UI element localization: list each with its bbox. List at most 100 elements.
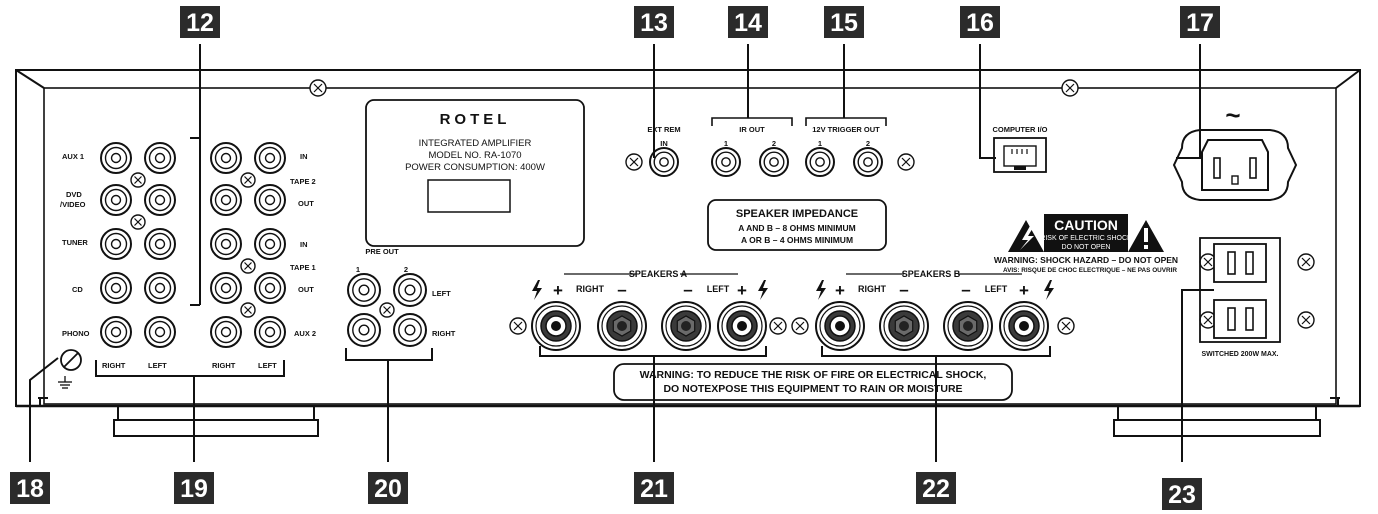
rca-jack-icon[interactable] [254,142,286,174]
screw-icon [625,153,643,171]
rca-jack-icon[interactable] [759,147,789,177]
binding-post-icon[interactable] [815,301,865,351]
rca-jack-icon[interactable] [210,316,242,348]
serial-label-box [427,179,511,213]
bottom-warning-line-2: DO NOTEXPOSE THIS EQUIPMENT TO RAIN OR M… [663,383,962,395]
input-jack-grid [100,142,286,348]
binding-post-icon[interactable] [531,301,581,351]
rca-jack-icon[interactable] [144,142,176,174]
speaker-impedance-box: SPEAKER IMPEDANCE A AND B – 8 OHMS MINIM… [707,199,887,251]
rca-jack-icon[interactable] [210,142,242,174]
rca-jack-icon[interactable] [254,316,286,348]
ac-outlet-icon[interactable] [1213,299,1267,339]
binding-post-icon[interactable] [879,301,929,351]
label-tape1-out: OUT [298,285,314,294]
rca-jack-icon[interactable] [347,273,381,307]
ground-terminal[interactable] [58,349,82,389]
control-labels: EXT REM IN IR OUT 1 2 12V TRIGGER OUT 1 … [647,125,880,148]
pre-out-title: PRE OUT [365,247,399,256]
callout-badge-12: 12 [180,6,220,38]
rca-jack-icon[interactable] [254,272,286,304]
callout-number: 17 [1186,9,1214,37]
rca-jack-icon[interactable] [144,228,176,260]
rca-jack-icon[interactable] [210,272,242,304]
ir-out-title: IR OUT [739,125,765,134]
pre-out-ch2: 2 [404,265,408,274]
iec-inlet-icon[interactable] [1172,129,1298,201]
rca-jack-icon[interactable] [805,147,835,177]
trigger-ch1: 1 [818,139,822,148]
rca-jack-icon[interactable] [100,142,132,174]
binding-post-icon[interactable] [661,301,711,351]
screw-icon [769,317,787,335]
screw-icon [791,317,809,335]
lightning-icon [1044,280,1054,300]
speakers-a-labels: SPEAKERS A + RIGHT – – LEFT + [553,269,747,300]
rca-jack-icon[interactable] [853,147,883,177]
speakers-b-minus-left: – [961,280,970,299]
computer-io: COMPUTER I/O [992,125,1048,173]
binding-post-icon[interactable] [597,301,647,351]
rca-jack-icon[interactable] [347,313,381,347]
binding-post-icon[interactable] [943,301,993,351]
rca-jack-icon[interactable] [711,147,741,177]
rca-jack-icon[interactable] [210,228,242,260]
rca-jack-icon[interactable] [254,184,286,216]
screw-icon [1297,311,1315,329]
plate-line-2: MODEL NO. RA-1070 [428,150,521,161]
speakers-b-plus-right: + [835,281,845,300]
control-brackets [711,117,887,126]
rca-jack-icon[interactable] [393,313,427,347]
rca-jack-icon[interactable] [100,316,132,348]
ac-outlet-icon[interactable] [1213,243,1267,283]
rca-jack-icon[interactable] [144,184,176,216]
rca-jack-icon[interactable] [144,316,176,348]
screw-icon [1057,317,1075,335]
binding-post-icon[interactable] [717,301,767,351]
caution-line-1: RISK OF ELECTRIC SHOCK [1040,235,1132,242]
caution-warning: WARNING: SHOCK HAZARD – DO NOT OPEN [994,255,1178,265]
pre-out-labels: PRE OUT 1 2 LEFT RIGHT [356,247,456,338]
rca-jack-icon[interactable] [254,228,286,260]
label-right-2: RIGHT [212,361,236,370]
rca-jack-icon[interactable] [100,272,132,304]
callout-number: 15 [830,9,858,37]
speakers-b-right: RIGHT [858,284,887,294]
callout-badge-22: 22 [916,472,956,504]
rca-jack-icon[interactable] [144,272,176,304]
label-tape1: TAPE 1 [290,263,316,272]
speakers-a-minus-left: – [683,280,692,299]
speakers-b-title: SPEAKERS B [902,269,961,279]
rca-jack-icon[interactable] [100,184,132,216]
rca-jack-icon[interactable] [210,184,242,216]
pre-out-ch1: 1 [356,265,360,274]
callout-number: 12 [186,9,214,37]
callout-badge-15: 15 [824,6,864,38]
callout-badge-16: 16 [960,6,1000,38]
rca-jack-icon[interactable] [393,273,427,307]
rca-jack-icon[interactable] [649,147,679,177]
trigger-ch2: 2 [866,139,870,148]
rca-jack-icon[interactable] [100,228,132,260]
screw-icon [309,79,327,97]
callout-badge-13: 13 [634,6,674,38]
speakers-b-left: LEFT [985,284,1008,294]
label-dvd: DVD [66,190,82,199]
label-cd: CD [72,285,83,294]
ground-icon [58,376,72,389]
callout-number: 20 [374,475,402,503]
callout-badge-20: 20 [368,472,408,504]
screw-icon [897,153,915,171]
chassis-feet [113,406,1321,437]
binding-post-icon[interactable] [999,301,1049,351]
screw-icon [130,172,146,188]
pre-out-left: LEFT [432,289,451,298]
callout-badge-14: 14 [728,6,768,38]
speakers-a-minus-right: – [617,280,626,299]
ac-inlet: ~ [1172,100,1298,201]
impedance-line-2: A OR B – 4 OHMS MINIMUM [741,235,853,245]
label-left-1: LEFT [148,361,167,370]
rj11-port-icon[interactable] [993,137,1047,173]
callout-badge-21: 21 [634,472,674,504]
